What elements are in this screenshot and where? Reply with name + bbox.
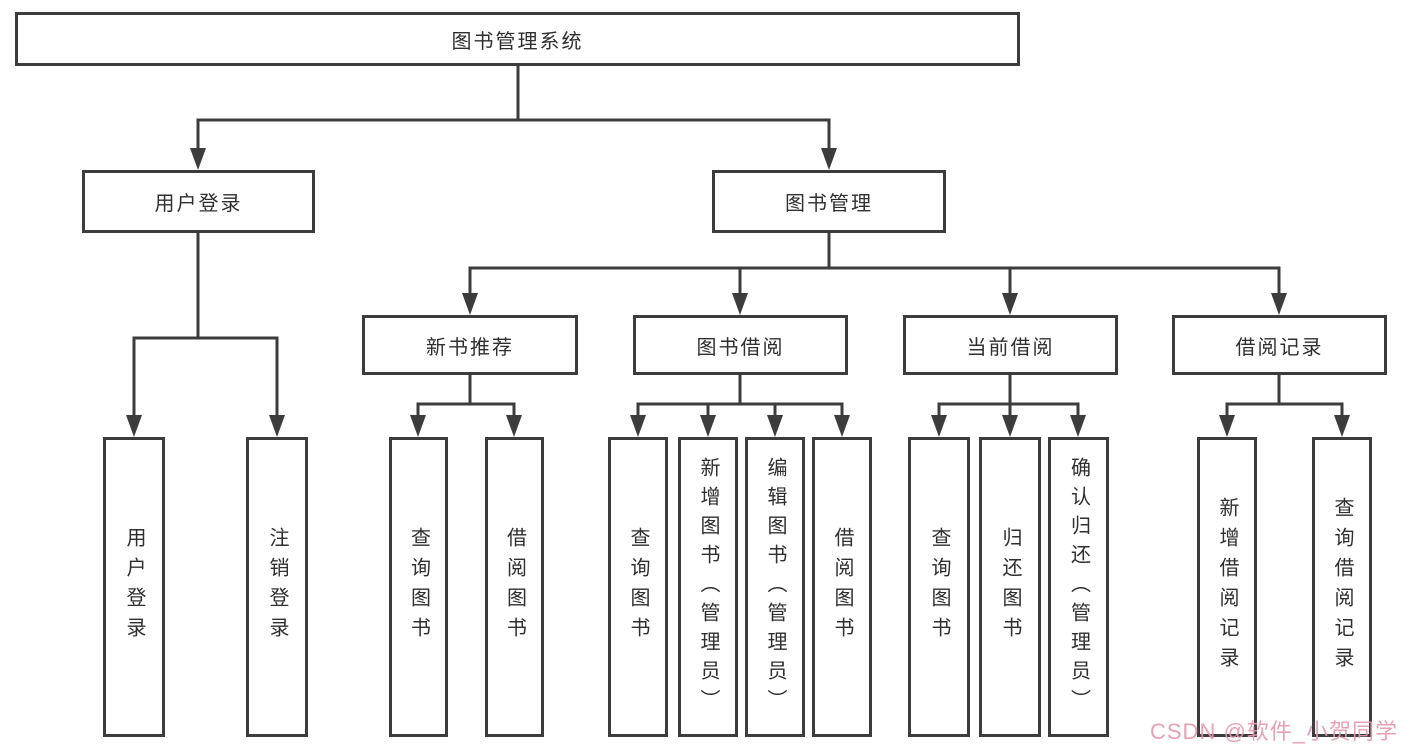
leaf-query-books-recommend: 查询图书 [389,437,448,737]
arrow-down-icon [700,415,716,437]
arrow-down-icon [190,148,206,170]
leaf-label: 新增借阅记录 [1216,497,1238,677]
leaf-label: 新增图书（管理员） [697,456,719,718]
arrow-down-icon [931,415,947,437]
arrow-down-icon [1219,415,1235,437]
node-user-login: 用户登录 [82,170,315,233]
connector-new-book-branch [416,375,516,417]
leaf-query-borrow-record: 查询借阅记录 [1312,437,1372,737]
arrow-down-icon [506,415,522,437]
arrow-down-icon [821,148,837,170]
connector-book-management-branch [468,233,1281,295]
watermark: CSDN @软件_小贺同学 [1150,719,1399,744]
arrow-down-icon [767,415,783,437]
leaf-user-login: 用户登录 [103,437,165,737]
arrow-down-icon [1070,415,1086,437]
leaf-edit-books-admin: 编辑图书（管理员） [745,437,805,737]
arrow-down-icon [462,293,478,315]
arrow-down-icon [126,415,142,437]
leaf-label: 借阅图书 [831,527,853,647]
connector-book-borrow-branch [636,375,844,417]
connector-user-login-branch [132,233,279,417]
node-label: 用户登录 [154,193,243,215]
node-label: 图书管理 [785,193,873,215]
arrow-down-icon [1271,293,1287,315]
node-label: 图书管理系统 [451,30,584,53]
leaf-label: 查询图书 [407,527,430,647]
node-label: 新书推荐 [426,336,514,359]
leaf-confirm-return-admin: 确认归还（管理员） [1048,437,1109,737]
node-borrowing-records: 借阅记录 [1172,315,1387,375]
arrow-down-icon [410,415,426,437]
node-current-borrowing: 当前借阅 [903,315,1118,375]
arrowheads [126,148,1350,437]
node-book-borrowing: 图书借阅 [633,315,848,375]
leaf-label: 注销登录 [266,527,288,647]
node-new-book-recommendation: 新书推荐 [362,315,578,375]
node-label: 图书借阅 [696,336,785,359]
arrow-down-icon [732,293,748,315]
arrow-down-icon [269,415,285,437]
leaf-add-borrow-record: 新增借阅记录 [1197,437,1257,737]
arrow-down-icon [834,415,850,437]
leaf-label: 查询图书 [627,527,649,647]
leaf-label: 查询借阅记录 [1331,497,1353,677]
leaf-label: 查询图书 [928,527,950,647]
leaf-label: 编辑图书（管理员） [764,456,786,718]
leaf-return-books: 归还图书 [979,437,1041,737]
connector-root-to-level2 [196,66,831,150]
arrow-down-icon [1002,293,1018,315]
leaf-borrow-books-recommend: 借阅图书 [485,437,544,737]
node-label: 当前借阅 [966,336,1055,359]
arrow-down-icon [1334,415,1350,437]
arrow-down-icon [630,415,646,437]
connector-borrow-records-branch [1225,375,1344,417]
arrow-down-icon [1002,415,1018,437]
leaf-logout: 注销登录 [246,437,308,737]
leaf-add-books-admin: 新增图书（管理员） [678,437,738,737]
leaf-query-books-current: 查询图书 [908,437,970,737]
leaf-query-books-borrow: 查询图书 [608,437,668,737]
leaf-label: 确认归还（管理员） [1067,456,1090,718]
node-label: 借阅记录 [1235,336,1324,359]
node-book-management: 图书管理 [712,170,946,233]
leaf-borrow-books-borrow: 借阅图书 [812,437,872,737]
leaf-label: 用户登录 [123,527,145,647]
leaf-label: 借阅图书 [503,527,526,647]
connector-current-borrow-branch [937,375,1080,417]
leaf-label: 归还图书 [999,527,1021,647]
node-library-management-system: 图书管理系统 [15,12,1020,66]
